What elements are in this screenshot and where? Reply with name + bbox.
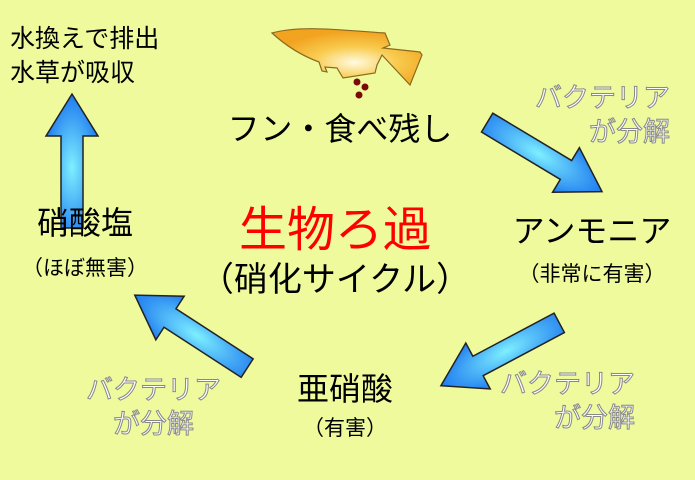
bacteria-line: が分解 [554,403,636,435]
fish-icon [270,28,423,99]
nitrate-note: （ほぼ無害） [22,256,148,280]
bacteria-line: バクテリア [500,369,636,401]
bacteria-line: が分解 [589,117,671,149]
removal-line-2: 水草が吸収 [10,58,136,87]
ammonia-label: アンモニア [512,212,672,250]
ammonia-note: （非常に有害） [518,262,666,286]
bacteria-line: バクテリア [86,375,222,407]
removal-line-1: 水換えで排出 [10,24,160,53]
bacteria-line: バクテリア [535,83,671,115]
bacteria-label-1: バクテリア が分解 [535,82,671,150]
nitrite-label: 亜硝酸 [296,370,394,408]
bacteria-label-3: バクテリア が分解 [86,374,222,442]
bacteria-label-2: バクテリア が分解 [500,368,636,436]
bacteria-line: が分解 [113,409,195,441]
center-subtitle: （硝化サイクル） [199,260,471,300]
removal-text: 水換えで排出 水草が吸収 [10,22,159,90]
center-title: 生物ろ過 [238,202,432,258]
nitrite-note: （有害） [303,416,387,440]
nitrate-label: 硝酸塩 [36,204,134,242]
waste-label: フン・食べ残し [227,110,453,148]
